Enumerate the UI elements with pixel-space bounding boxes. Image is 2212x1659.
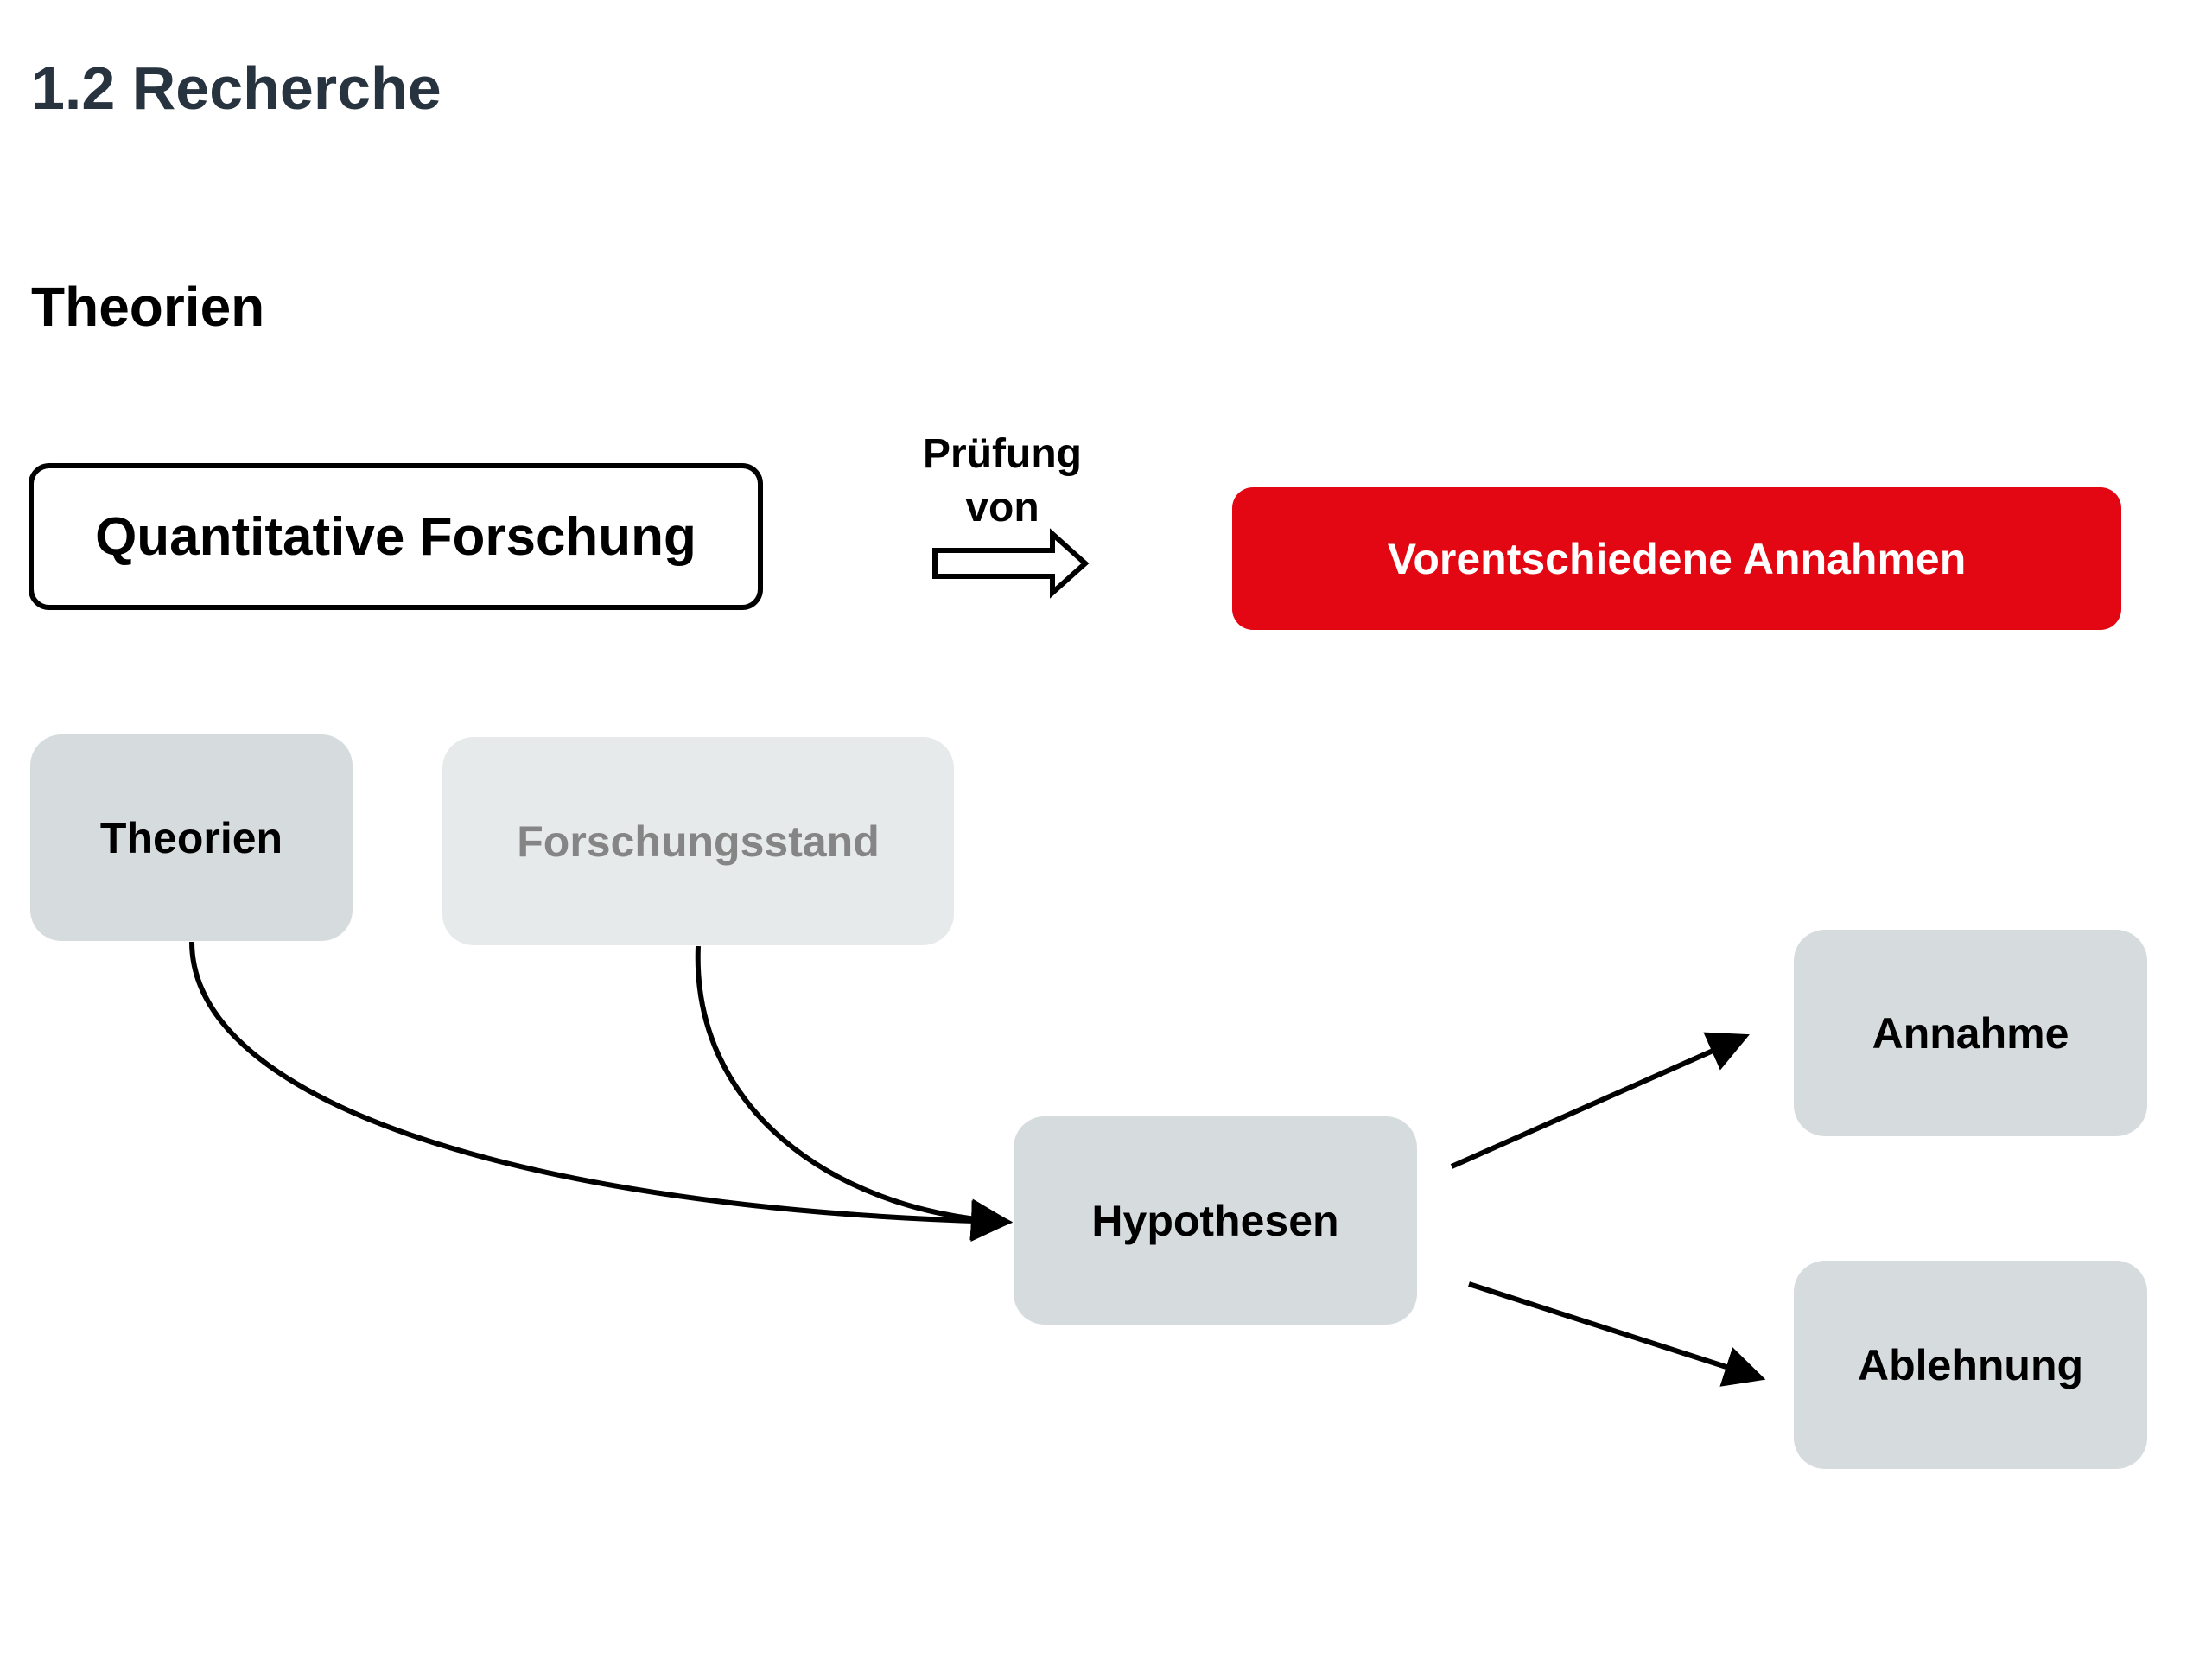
node-hypothesen: Hypothesen — [1014, 1116, 1417, 1325]
node-annahme: Annahme — [1794, 930, 2147, 1136]
relation-label: Prüfung von — [899, 428, 1106, 535]
node-forschungsstand-label: Forschungsstand — [517, 817, 880, 866]
relation-label-line1: Prüfung — [923, 431, 1082, 477]
node-ablehnung-label: Ablehnung — [1857, 1340, 2084, 1389]
node-theorien-label: Theorien — [99, 813, 283, 862]
edge-forschungsstand-hypothesen — [695, 945, 1013, 1241]
predetermined-assumptions-label: Vorentschiedene Annahmen — [1387, 534, 1967, 583]
edge-hypothesen-annahme — [1450, 1032, 1750, 1169]
node-theorien: Theorien — [30, 734, 353, 941]
node-annahme-label: Annahme — [1872, 1008, 2069, 1058]
edge-hypothesen-ablehnung — [1468, 1281, 1766, 1387]
node-hypothesen-label: Hypothesen — [1091, 1196, 1339, 1245]
predetermined-assumptions-box: Vorentschiedene Annahmen — [1232, 487, 2121, 630]
section-subtitle: Theorien — [31, 276, 265, 338]
quantitative-research-box: Quantitative Forschung — [29, 463, 763, 610]
node-ablehnung: Ablehnung — [1794, 1261, 2147, 1469]
relation-label-line2: von — [965, 485, 1039, 531]
edge-theorien-hypothesen — [189, 941, 1013, 1243]
page-title: 1.2 Recherche — [31, 54, 442, 122]
node-forschungsstand: Forschungsstand — [442, 737, 954, 945]
quantitative-research-label: Quantitative Forschung — [95, 506, 696, 567]
hollow-right-arrow-icon — [932, 528, 1090, 599]
